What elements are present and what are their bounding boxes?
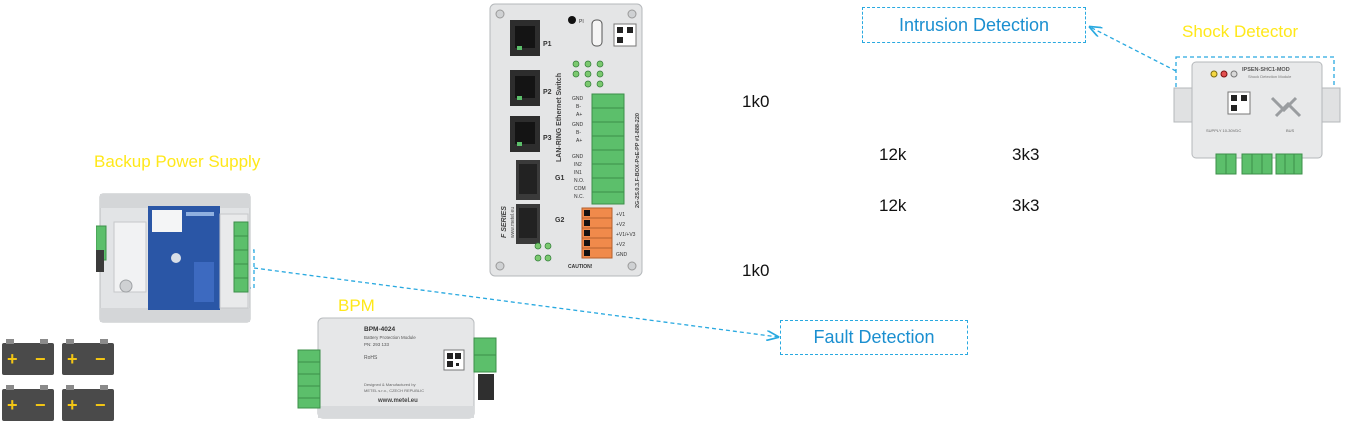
svg-text:B-: B- — [576, 104, 581, 110]
battery-icon: + − — [62, 339, 114, 375]
svg-text:P2: P2 — [543, 89, 552, 96]
svg-text:LAN-RING Ethernet Switch: LAN-RING Ethernet Switch — [556, 73, 563, 162]
shock-detector-leds — [1210, 70, 1238, 78]
svg-text:−: − — [95, 395, 106, 415]
svg-text:Designed & Manufactured by: Designed & Manufactured by — [364, 382, 416, 387]
shock-detector-device: IPSEN-SHC1-MOD Shock Detection Module SU… — [1173, 61, 1341, 175]
svg-text:A+: A+ — [576, 112, 582, 118]
lan-ring-ethernet-switch: P1 P2 P3 G1 G2 PI GND B- A+ GND B- A+ GN… — [489, 3, 643, 277]
svg-text:IN1: IN1 — [574, 170, 582, 176]
svg-text:METEL s.r.o., CZECH REPUBLIC: METEL s.r.o., CZECH REPUBLIC — [364, 388, 424, 393]
svg-text:PN: 293 133: PN: 293 133 — [364, 342, 390, 347]
svg-text:SUPPLY 10-30VDC: SUPPLY 10-30VDC — [1206, 128, 1241, 133]
fault-detection-callout: Fault Detection — [780, 320, 968, 355]
svg-text:−: − — [35, 395, 46, 415]
svg-text:+: + — [67, 349, 78, 369]
intrusion-detection-connector — [1090, 27, 1177, 72]
svg-text:www.metel.eu: www.metel.eu — [510, 207, 516, 238]
svg-text:GND: GND — [572, 96, 584, 102]
resistor-value-2: 12k — [879, 145, 907, 164]
resistor-value-3: 3k3 — [1012, 145, 1040, 164]
svg-text:+V1/+V3: +V1/+V3 — [616, 232, 636, 238]
svg-text:IN2: IN2 — [574, 162, 582, 168]
ethernet-port-p2 — [510, 70, 540, 106]
intrusion-detection-callout: Intrusion Detection — [862, 7, 1086, 43]
svg-text:+: + — [67, 395, 78, 415]
svg-text:RoHS: RoHS — [364, 355, 378, 361]
svg-text:+: + — [7, 395, 18, 415]
battery-icon: + − — [62, 385, 114, 421]
svg-text:GND: GND — [572, 122, 584, 128]
ethernet-port-p1 — [510, 20, 540, 56]
svg-text:+: + — [7, 349, 18, 369]
bpm-label: BPM — [338, 296, 375, 315]
svg-text:GND: GND — [616, 252, 628, 258]
svg-text:BUS: BUS — [1286, 128, 1295, 133]
svg-text:F SERIES: F SERIES — [501, 206, 508, 238]
svg-text:+V1: +V1 — [616, 212, 625, 218]
battery-bank: + − + − + − + − — [2, 339, 114, 421]
svg-text:N.C.: N.C. — [574, 194, 584, 200]
svg-text:GND: GND — [572, 154, 584, 160]
svg-text:G1: G1 — [555, 175, 564, 182]
svg-text:BPM-4024: BPM-4024 — [364, 326, 395, 333]
svg-text:+V2: +V2 — [616, 222, 625, 228]
resistor-value-6: 1k0 — [742, 261, 770, 280]
resistor-value-4: 12k — [879, 196, 907, 215]
svg-text:CAUTION!: CAUTION! — [568, 264, 593, 270]
svg-text:IPSEN-SHC1-MOD: IPSEN-SHC1-MOD — [1242, 67, 1290, 73]
resistor-value-1: 1k0 — [742, 92, 770, 111]
svg-text:P3: P3 — [543, 135, 552, 142]
svg-text:B-: B- — [576, 130, 581, 136]
svg-text:−: − — [35, 349, 46, 369]
svg-text:COM: COM — [574, 186, 586, 192]
svg-text:N.O.: N.O. — [574, 178, 584, 184]
svg-text:A+: A+ — [576, 138, 582, 144]
sfp-port-g1 — [516, 160, 540, 200]
bpm-device: BPM-4024 Battery Protection Module PN: 2… — [297, 317, 497, 419]
shock-detector-label: Shock Detector — [1182, 22, 1299, 41]
svg-text:Battery Protection Module: Battery Protection Module — [364, 335, 416, 340]
svg-text:G2: G2 — [555, 217, 564, 224]
battery-icon: + − — [2, 385, 54, 421]
svg-text:−: − — [95, 349, 106, 369]
sfp-port-g2 — [516, 204, 540, 244]
ethernet-port-p3 — [510, 116, 540, 152]
resistor-value-5: 3k3 — [1012, 196, 1040, 215]
svg-text:+V2: +V2 — [616, 242, 625, 248]
battery-icon: + − — [2, 339, 54, 375]
svg-text:P1: P1 — [543, 41, 552, 48]
backup-power-supply-device — [96, 193, 251, 323]
svg-text:2G-2S.0.3.F-BOX-PoE-PP #1-888-: 2G-2S.0.3.F-BOX-PoE-PP #1-888-220 — [635, 113, 641, 208]
backup-power-supply-label: Backup Power Supply — [94, 152, 261, 171]
svg-text:www.metel.eu: www.metel.eu — [377, 398, 418, 404]
svg-text:PI: PI — [579, 19, 584, 25]
svg-text:Shock Detection Module: Shock Detection Module — [1248, 74, 1292, 79]
